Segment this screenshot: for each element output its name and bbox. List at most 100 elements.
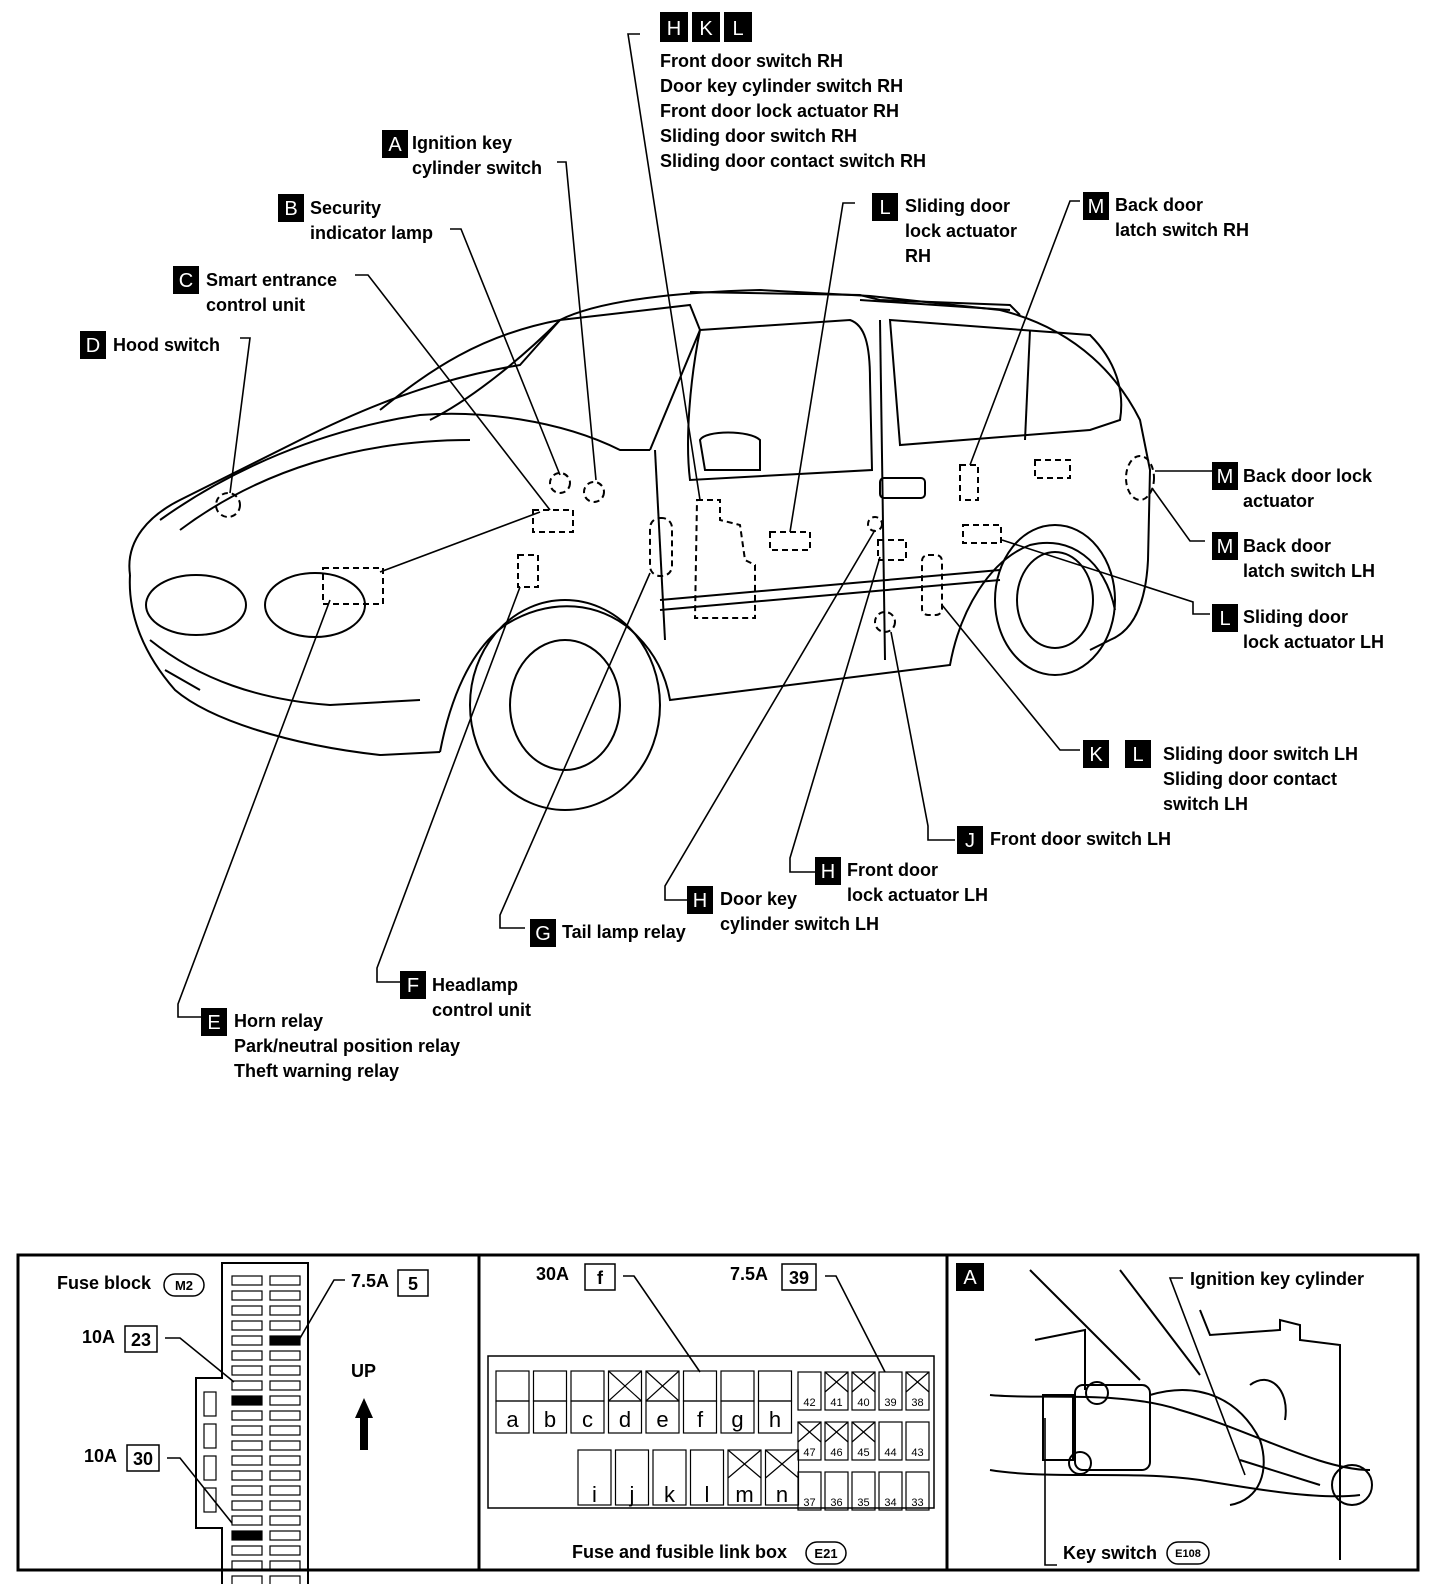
fuse-block-title: Fuse block (57, 1273, 152, 1293)
svg-text:B: B (284, 198, 297, 220)
ignition-key-cylinder-label: Ignition key cylinder (1190, 1269, 1364, 1289)
callout-a: A Ignition key cylinder switch (382, 130, 542, 178)
fuse-slot (269, 1410, 301, 1421)
small-fuse-cell (851, 1421, 876, 1461)
callout-hkl-rh: H K L Front door switch RH Door key cyli… (660, 12, 926, 171)
link-bottom-cell (495, 1400, 530, 1434)
svg-text:Theft warning relay: Theft warning relay (234, 1061, 399, 1081)
fuse-slot (231, 1380, 263, 1391)
key-switch-panel: A Ignition key cylinder Key switch E108 (956, 1263, 1373, 1566)
fuse-slot (231, 1560, 263, 1571)
small-fuse-num-44: 44 (884, 1447, 896, 1459)
svg-text:10A: 10A (82, 1327, 115, 1347)
svg-text:indicator lamp: indicator lamp (310, 223, 433, 243)
fuse-slot (269, 1335, 301, 1346)
svg-text:7.5A: 7.5A (351, 1271, 389, 1291)
svg-text:J: J (965, 830, 975, 852)
connector-e21-badge (805, 1541, 847, 1565)
link-bottom-cell (757, 1400, 793, 1434)
small-fuse-cell (797, 1471, 822, 1511)
fuse-slot (269, 1380, 301, 1391)
svg-text:Smart entrance: Smart entrance (206, 270, 337, 290)
fuse-slot (231, 1320, 263, 1331)
small-fuse-num-36: 36 (830, 1497, 842, 1509)
fuse-slot (231, 1515, 263, 1526)
fuse-side-slot (203, 1455, 217, 1481)
svg-text:Sliding door switch LH: Sliding door switch LH (1163, 744, 1358, 764)
svg-text:E108: E108 (1175, 1548, 1201, 1560)
svg-text:10A: 10A (84, 1446, 117, 1466)
badge-k: K (692, 12, 720, 42)
fuse-slot (231, 1335, 263, 1346)
small-fuse-num-45: 45 (857, 1447, 869, 1459)
fuse-slot (231, 1425, 263, 1436)
callout-kl-lh: K L Sliding door switch LH Sliding door … (1083, 740, 1358, 814)
up-arrow-icon (355, 1398, 373, 1450)
callout-d: D Hood switch (80, 331, 220, 359)
callout-m-actuator: M Back door lock actuator (1212, 462, 1373, 511)
link-bottom-cell (682, 1400, 718, 1434)
badge-h: H (660, 12, 688, 42)
label-front-door-switch-rh: Front door switch RH (660, 51, 843, 71)
label-front-door-lock-actuator-rh: Front door lock actuator RH (660, 101, 899, 121)
svg-text:H: H (667, 18, 681, 40)
van-illustration (128, 288, 1152, 811)
callout-j: J Front door switch LH (957, 826, 1171, 854)
small-fuse-cell (824, 1371, 849, 1411)
callout-h-front: H Front door lock actuator LH (815, 857, 988, 905)
svg-text:Headlamp: Headlamp (432, 975, 518, 995)
svg-text:M2: M2 (175, 1278, 193, 1293)
link-letter-n: n (776, 1482, 788, 1507)
svg-text:switch LH: switch LH (1163, 794, 1248, 814)
svg-text:Sliding door contact: Sliding door contact (1163, 769, 1337, 789)
link-lower-cell (577, 1449, 612, 1506)
fuse-slot (231, 1470, 263, 1481)
svg-text:D: D (86, 335, 100, 357)
link-letter-e: e (656, 1407, 668, 1432)
link-top-cell (682, 1370, 718, 1402)
link-bottom-cell (570, 1400, 605, 1434)
svg-text:L: L (1132, 744, 1143, 766)
small-fuse-num-34: 34 (884, 1497, 896, 1509)
svg-text:M: M (1217, 466, 1234, 488)
svg-text:M: M (1088, 196, 1105, 218)
fuse-slot (231, 1365, 263, 1376)
svg-text:H: H (821, 861, 835, 883)
link-top-cell (532, 1370, 568, 1402)
link-lower-cell (689, 1449, 725, 1506)
callout-f: F Headlamp control unit (400, 971, 531, 1020)
svg-text:E: E (207, 1012, 220, 1034)
fuse-slot (231, 1530, 263, 1541)
svg-text:L: L (879, 197, 890, 219)
fuse-slot (231, 1440, 263, 1451)
small-fuse-num-38: 38 (911, 1397, 923, 1409)
svg-text:Tail lamp relay: Tail lamp relay (562, 922, 686, 942)
svg-text:control unit: control unit (432, 1000, 531, 1020)
callout-b: B Security indicator lamp (278, 194, 433, 243)
fuse-slot (269, 1395, 301, 1406)
svg-text:Hood switch: Hood switch (113, 335, 220, 355)
link-letter-l: l (705, 1482, 710, 1507)
svg-text:G: G (535, 923, 551, 945)
callout-l-rh: L Sliding door lock actuator RH (872, 193, 1017, 266)
svg-text:M: M (1217, 536, 1234, 558)
small-fuse-cell (878, 1421, 903, 1461)
label-sliding-door-switch-rh: Sliding door switch RH (660, 126, 857, 146)
small-fuse-cell (878, 1371, 903, 1411)
link-bottom-cell (607, 1400, 643, 1434)
svg-text:7.5A: 7.5A (730, 1264, 768, 1284)
fuse-slot (231, 1485, 263, 1496)
fuse-slot (269, 1290, 301, 1301)
link-letter-i: i (592, 1482, 597, 1507)
small-fuse-num-33: 33 (911, 1497, 923, 1509)
small-fuse-cell (797, 1421, 822, 1461)
fuse-slot (269, 1440, 301, 1451)
svg-text:Front door switch LH: Front door switch LH (990, 829, 1171, 849)
link-top-cell (570, 1370, 605, 1402)
fuse-block-cells (203, 1275, 301, 1584)
svg-text:Ignition key: Ignition key (412, 133, 512, 153)
callout-h-key: H Door key cylinder switch LH (687, 886, 879, 934)
svg-text:control unit: control unit (206, 295, 305, 315)
small-fuse-num-41: 41 (830, 1397, 842, 1409)
